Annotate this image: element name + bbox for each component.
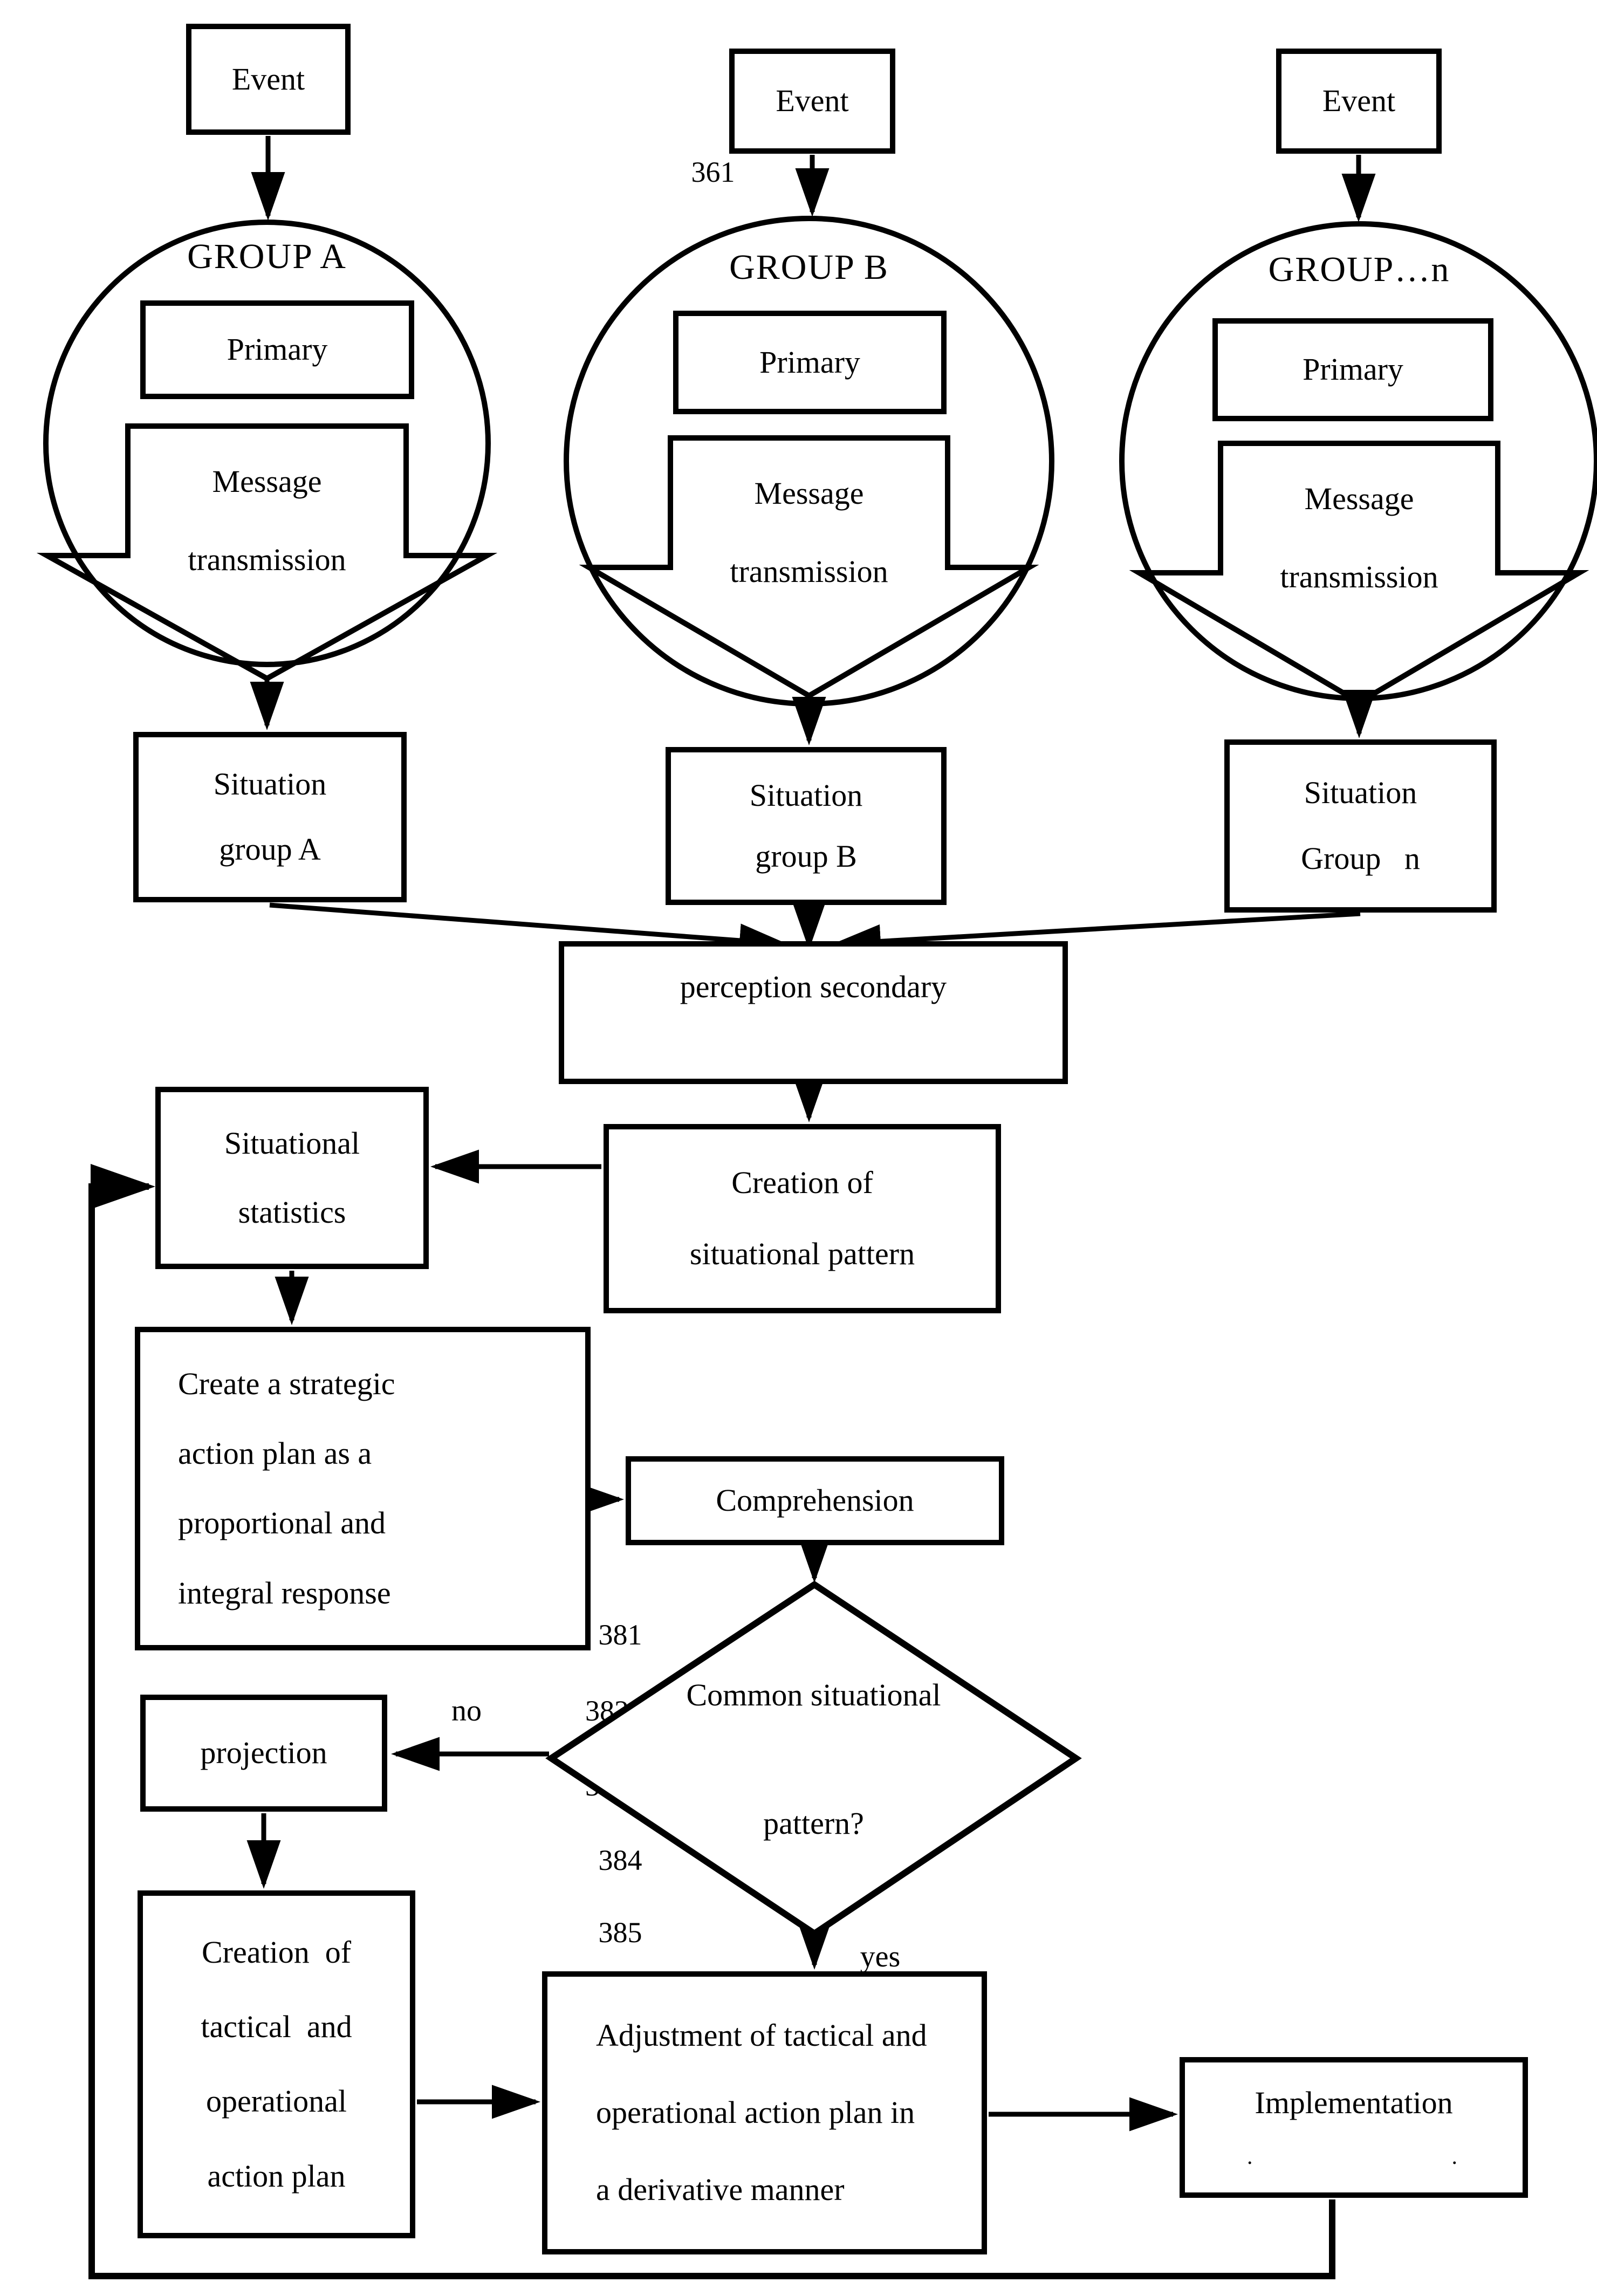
message-line: Message [212,464,322,499]
adjustment-box: Adjustment of tactical and operational a… [542,1971,987,2254]
perception-secondary-box: perception secondary [559,941,1068,1084]
event-box-n: Event [1276,49,1442,154]
yes-branch-label: yes [837,1937,923,1976]
statistics-line: statistics [238,1194,346,1230]
tactical-plan-box: Creation of tactical and operational act… [138,1890,415,2238]
strategic-plan-line: action plan as a [178,1435,372,1471]
message-block-arrow-n [1129,441,1589,705]
adjustment-line: a derivative manner [596,2172,845,2208]
ref-385: 385 [588,1916,653,1949]
strategic-plan-line: integral response [178,1575,391,1610]
event-box-a: Event [186,24,351,135]
situation-line: Situation [213,766,327,802]
projection-box: projection [140,1695,387,1812]
tactical-plan-line: tactical and [201,2009,352,2044]
comprehension-box: Comprehension [626,1456,1004,1545]
no-text: no [451,1694,482,1728]
primary-box-a: Primary [140,300,414,399]
event-box-b: Event [729,49,895,154]
group-a-text: GROUP A [187,236,347,276]
implementation-dots: . . [1247,2144,1461,2169]
message-line: Message [1304,481,1414,516]
decision-diamond-text: Common situational pattern? [551,1585,1076,1934]
event-label-b: Event [776,83,849,119]
primary-label-a: Primary [227,332,328,367]
statistics-line: Situational [224,1125,360,1161]
situation-line: Group n [1301,841,1420,876]
creation-pattern-line: situational pattern [689,1236,915,1272]
message-line: transmission [1280,559,1438,594]
strategic-plan-box: Create a strategic action plan as a prop… [135,1327,591,1650]
ref-384: 384 [588,1843,653,1877]
feedback-loop-line [88,1164,1335,2279]
projection-label: projection [200,1735,327,1771]
message-label-a: Message transmission [127,442,407,599]
ref-361-text: 361 [691,156,735,188]
situation-line: group A [219,832,321,867]
situation-line: Situation [1304,775,1417,810]
tactical-plan-line: Creation of [201,1934,352,1970]
ref-361: 361 [681,155,745,189]
adjustment-line: Adjustment of tactical and [596,2018,927,2053]
situation-box-a: Situation group A [133,732,407,902]
ref-384-text: 384 [598,1844,642,1876]
ref-381-text: 381 [598,1619,642,1651]
situation-box-n: Situation Group n [1224,739,1497,913]
group-n-title: GROUP…n [1197,244,1521,295]
message-line: transmission [188,542,346,577]
group-a-circle [43,220,491,667]
perception-label: perception secondary [680,969,947,1004]
event-label-n: Event [1322,83,1396,119]
tactical-plan-line: operational [206,2083,347,2119]
primary-label-n: Primary [1303,352,1403,387]
message-line: transmission [730,554,888,589]
message-block-arrow-b [579,435,1039,699]
ref-381: 381 [588,1618,653,1651]
message-label-n: Message transmission [1219,460,1499,616]
message-line: Message [754,476,864,511]
situational-statistics-box: Situational statistics [155,1087,429,1269]
message-block-arrow-a [36,423,498,682]
decision-line: Common situational [686,1677,941,1712]
implementation-label: Implementation [1255,2085,1453,2120]
strategic-plan-line: Create a strategic [178,1366,395,1401]
group-b-title: GROUP B [647,242,971,293]
implementation-box: Implementation . . [1180,2057,1528,2198]
creation-pattern-box: Creation of situational pattern [604,1124,1001,1313]
situation-line: Situation [749,777,863,813]
comprehension-label: Comprehension [716,1483,914,1518]
arrow-situation-n-to-perception [832,911,1361,958]
group-n-text: GROUP…n [1268,249,1450,289]
event-label-a: Event [231,61,305,97]
situation-line: group B [755,838,857,874]
group-a-title: GROUP A [105,231,429,282]
creation-pattern-line: Creation of [731,1164,873,1200]
primary-box-b: Primary [673,311,947,414]
yes-text: yes [860,1940,901,1973]
adjustment-line: operational action plan in [596,2095,915,2130]
strategic-plan-line: proportional and [178,1505,386,1541]
group-b-text: GROUP B [729,247,889,287]
primary-label-b: Primary [759,344,860,380]
no-branch-label: no [431,1694,502,1728]
decision-line: pattern? [763,1806,864,1841]
primary-box-n: Primary [1212,318,1493,421]
ref-385-text: 385 [598,1916,642,1949]
decision-diamond [545,1580,1082,1938]
tactical-plan-line: action plan [207,2158,346,2194]
arrow-situation-a-to-perception [269,902,788,958]
message-label-b: Message transmission [669,454,949,611]
situation-box-b: Situation group B [666,747,947,905]
